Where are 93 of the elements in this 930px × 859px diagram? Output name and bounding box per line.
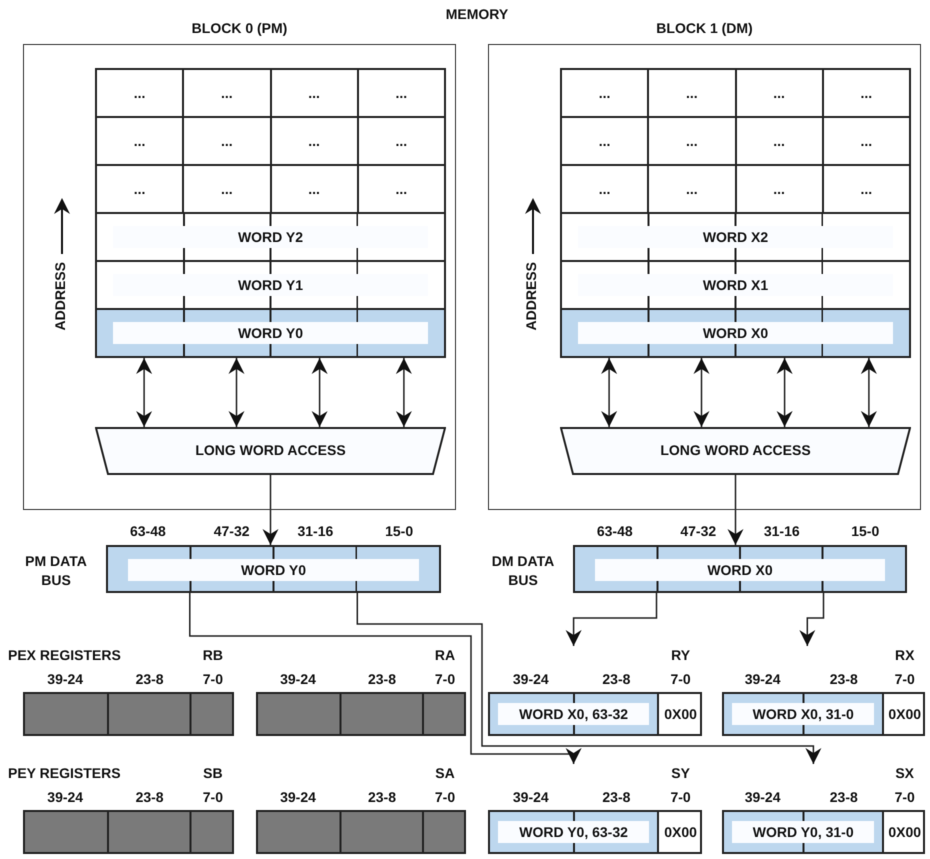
bit-range-label: 47-32 [679, 522, 718, 540]
block-heading: BLOCK 0 (PM) [190, 20, 288, 38]
register-name: SY [670, 764, 691, 782]
constant-value: 0X00 [887, 705, 922, 724]
word-label: WORD X0, 31-0 [732, 703, 874, 725]
block-heading: BLOCK 1 (DM) [655, 20, 754, 38]
word-label: WORD Y2 [113, 226, 428, 248]
arrow [262, 475, 278, 545]
bit-range-label: 39-24 [744, 788, 782, 806]
word-label: WORD Y0 [113, 322, 428, 344]
register-name: RA [434, 646, 456, 664]
register-group-label: PEY REGISTERS [8, 765, 122, 783]
double-headed-arrow [601, 358, 618, 427]
memory-word-row [95, 308, 446, 358]
arrow [799, 593, 824, 646]
bit-range-label: 31-16 [296, 522, 334, 540]
bit-range-label: 23-8 [134, 788, 165, 806]
constant-value: 0X00 [663, 823, 698, 842]
memory-word-row [95, 212, 446, 262]
memory-word-row [560, 308, 911, 358]
register-group-label: PEX REGISTERS [8, 647, 122, 665]
address-label: ADDRESS [523, 262, 540, 330]
bit-range-label: 23-8 [601, 788, 632, 806]
double-headed-arrow [136, 358, 152, 427]
bit-range-label: 23-8 [828, 670, 859, 688]
data-bus-register [106, 545, 441, 593]
bit-range-label: 39-24 [512, 670, 550, 688]
bit-range-label: 23-8 [828, 788, 859, 806]
bit-range-label: 23-8 [366, 788, 398, 806]
register-name: RX [894, 646, 916, 664]
arrow [728, 475, 744, 545]
constant-value: 0X00 [887, 823, 922, 842]
bit-range-label: 7-0 [202, 788, 224, 806]
register-name: SA [434, 764, 456, 782]
double-headed-arrow [860, 358, 877, 427]
bit-range-label: 7-0 [894, 670, 916, 688]
bit-range-label: 39-24 [46, 670, 84, 688]
memory-cell: ... [822, 68, 911, 118]
bit-range-label: 39-24 [279, 670, 317, 688]
bit-range-label: 39-24 [512, 788, 550, 806]
word-label: WORD X2 [578, 226, 893, 248]
memory-word-row [560, 212, 911, 262]
word-label: WORD X0 [595, 559, 885, 581]
bit-range-label: 15-0 [384, 522, 414, 540]
bit-range-label: 7-0 [894, 788, 916, 806]
double-headed-arrow [396, 358, 412, 427]
word-label: WORD X1 [578, 274, 893, 296]
double-headed-arrow [694, 358, 710, 427]
bus-label: DM DATA BUS [490, 552, 556, 590]
bus-label: PM DATA BUS [24, 552, 88, 590]
memory-word-row [95, 260, 446, 310]
bit-range-label: 47-32 [212, 522, 251, 540]
bit-range-label: 7-0 [434, 670, 456, 688]
word-label: WORD Y0 [128, 559, 419, 581]
arrow [189, 593, 582, 764]
bit-range-label: 15-0 [850, 522, 880, 540]
bit-range-label: 7-0 [434, 788, 456, 806]
double-headed-arrow [312, 358, 328, 427]
arrow [566, 593, 658, 646]
bit-range-label: 31-16 [762, 522, 801, 540]
bit-range-label: 39-24 [279, 788, 317, 806]
bit-range-label: 23-8 [366, 670, 398, 688]
memory-word-row [560, 260, 911, 310]
bit-range-label: 7-0 [202, 670, 224, 688]
register-name: RY [670, 646, 692, 664]
memory-cell: ... [560, 68, 650, 118]
bit-range-label: 39-24 [46, 788, 84, 806]
double-headed-arrow [776, 358, 793, 427]
register-name: SB [202, 764, 224, 782]
unit-label: LONG WORD ACCESS [194, 441, 347, 460]
word-label: WORD Y0, 63-32 [498, 821, 650, 843]
unit-label: LONG WORD ACCESS [659, 441, 812, 460]
data-bus-register [573, 545, 907, 593]
bit-range-label: 7-0 [669, 788, 692, 806]
word-label: WORD X0 [578, 322, 893, 344]
memory-cell: ... [356, 68, 446, 118]
bit-range-label: 39-24 [744, 670, 782, 688]
bit-range-label: 23-8 [134, 670, 165, 688]
arrow [356, 593, 822, 764]
double-headed-arrow [228, 358, 244, 427]
word-label: WORD Y1 [113, 274, 428, 296]
bit-range-label: 23-8 [601, 670, 632, 688]
register-name: SX [894, 764, 916, 782]
bit-range-label: 7-0 [669, 670, 692, 688]
memory-cell: ... [95, 68, 184, 118]
address-label: ADDRESS [52, 262, 69, 330]
word-label: WORD X0, 63-32 [498, 703, 650, 725]
constant-value: 0X00 [663, 705, 698, 724]
diagram-title: MEMORY [444, 5, 510, 24]
bit-range-label: 63-48 [596, 522, 634, 540]
bit-range-label: 63-48 [128, 522, 167, 540]
word-label: WORD Y0, 31-0 [732, 821, 874, 843]
register-name: RB [202, 646, 224, 664]
